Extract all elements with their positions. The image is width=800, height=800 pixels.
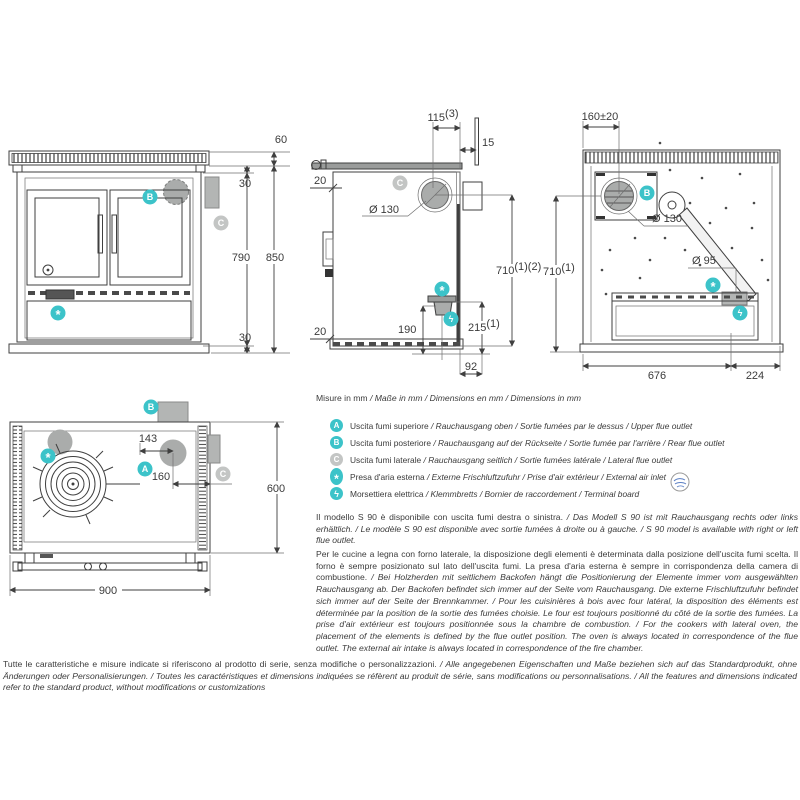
label-air-diameter-rear: Ø 95 (692, 255, 716, 267)
rear-view-drawing: B * ϟ 160±20 Ø 130 Ø 95 (541, 111, 784, 382)
paragraph-flue-sides: Il modello S 90 è disponibile con uscita… (316, 512, 799, 546)
dim-height: 710(1)(2) (496, 261, 541, 277)
dim-plate-lip: 15 (482, 137, 494, 149)
svg-text:ϟ: ϟ (738, 308, 743, 318)
label-flue-diameter-side: Ø 130 (369, 204, 399, 216)
hob-rings (32, 443, 140, 525)
legend-item-label: Presa d'aria esterna / Externe Frischluf… (350, 472, 690, 491)
svg-text:B: B (147, 192, 154, 202)
air-inlet-icon: * (330, 468, 343, 485)
svg-text:ϟ: ϟ (449, 314, 454, 324)
dim-rear-height: 710(1) (543, 262, 575, 278)
badge-a-icon: A (330, 419, 343, 432)
footer-disclaimer: Tutte le caratteristiche e misure indica… (3, 659, 797, 693)
door-handle-right (111, 214, 117, 254)
svg-text:C: C (218, 218, 225, 228)
badge-b-icon: B (330, 436, 343, 449)
rear-flue-circle (163, 179, 189, 205)
dim-left-bottom: 20 (314, 326, 326, 338)
legend-item-air-inlet: * Presa d'aria esterna / Externe Frischl… (330, 468, 798, 491)
dim-air-height: 190 (398, 324, 416, 336)
dim-depth: 600 (267, 483, 285, 495)
legend-item-label: Uscita fumi posteriore / Rauchausgang au… (350, 437, 725, 448)
svg-text:*: * (439, 283, 445, 298)
svg-text:*: * (55, 307, 61, 322)
terminal-board-icon: ϟ (330, 487, 343, 500)
front-view-drawing: B C * 60 30 790 850 30 (8, 134, 290, 354)
badge-a-top: A (137, 461, 153, 477)
front-dimensions: 60 30 790 850 30 (203, 134, 290, 354)
legend: A Uscita fumi superiore / Rauchausgang o… (330, 417, 798, 502)
legend-item-label: Uscita fumi laterale / Rauchausgang seit… (350, 454, 673, 465)
svg-text:*: * (710, 279, 716, 294)
units-note: Misure in mm / Maße in mm / Dimensions e… (316, 393, 582, 403)
legend-item-label: Morsettiera elettrica / Klemmbretts / Bo… (350, 488, 640, 499)
rear-flue-stub (157, 401, 189, 423)
lateral-flue-stub (207, 434, 221, 464)
badge-terminal-side: ϟ (443, 311, 459, 327)
dim-top-gap: 30 (239, 178, 251, 190)
badge-c-icon: C (330, 453, 343, 466)
dim-flue-y: 143 (139, 433, 157, 445)
top-view-drawing: B A C * 143 160 600 (9, 399, 290, 597)
door-handle-left (97, 214, 103, 254)
lateral-flue-rect (204, 176, 220, 209)
dim-width-main: 676 (648, 370, 666, 382)
badge-c-front: C (213, 215, 229, 231)
label-flue-diameter-rear: Ø 130 (652, 213, 682, 225)
svg-text:C: C (220, 469, 227, 479)
front-stove-body (8, 150, 220, 354)
badge-b-front: B (142, 189, 158, 205)
svg-text:B: B (148, 402, 155, 412)
legend-item-rear-flue: B Uscita fumi posteriore / Rauchausgang … (330, 434, 798, 451)
legend-item-label: Uscita fumi superiore / Rauchausgang obe… (350, 420, 693, 431)
dim-rear-flue-offset: 160±20 (582, 111, 619, 123)
badge-air-front: * (50, 305, 66, 322)
dim-body-height: 790 (232, 252, 250, 264)
badge-b-rear: B (639, 185, 655, 201)
dim-bottom-gap: 30 (239, 332, 251, 344)
top-stove-body (9, 401, 221, 572)
rear-stove-body (579, 141, 784, 353)
svg-text:C: C (397, 178, 404, 188)
paragraph-lateral-oven: Per le cucine a legna con forno laterale… (316, 549, 798, 653)
clean-air-logo-icon (670, 472, 690, 491)
svg-text:*: * (45, 450, 51, 465)
svg-text:A: A (142, 464, 149, 474)
air-inlet-disc (47, 429, 73, 455)
badge-b-top: B (143, 399, 159, 415)
dim-width-side: 224 (746, 370, 764, 382)
rear-dimensions: 160±20 Ø 130 Ø 95 710(1) 676 224 (541, 111, 781, 382)
dim-air-offset: 92 (465, 361, 477, 373)
dim-flue-offset: 115(3) (428, 108, 459, 124)
badge-air-top: * (40, 448, 56, 465)
badge-c-side: C (392, 175, 408, 191)
side-dimensions: 115(3) 15 20 710(1)(2) 20 19 (310, 108, 541, 378)
dim-total-height: 850 (266, 252, 284, 264)
air-control-knob (42, 264, 54, 276)
legend-item-upper-flue: A Uscita fumi superiore / Rauchausgang o… (330, 417, 798, 434)
badge-air-side: * (434, 281, 450, 298)
side-view-drawing: C * ϟ 115(3) 15 20 (310, 108, 541, 378)
dim-left-top: 20 (314, 175, 326, 187)
top-dimensions: 143 160 600 900 (9, 421, 290, 597)
badge-air-rear: * (705, 277, 721, 294)
legend-item-lateral-flue: C Uscita fumi laterale / Rauchausgang se… (330, 451, 798, 468)
dim-air-floor: 215(1) (468, 318, 500, 334)
badge-c-top: C (215, 466, 231, 482)
svg-text:B: B (644, 188, 651, 198)
dim-width: 900 (99, 585, 117, 597)
dim-flue-x: 160 (152, 471, 170, 483)
legend-item-terminal-board: ϟ Morsettiera elettrica / Klemmbretts / … (330, 485, 798, 502)
badge-terminal-rear: ϟ (732, 305, 748, 321)
dim-rail-height: 60 (275, 134, 287, 146)
